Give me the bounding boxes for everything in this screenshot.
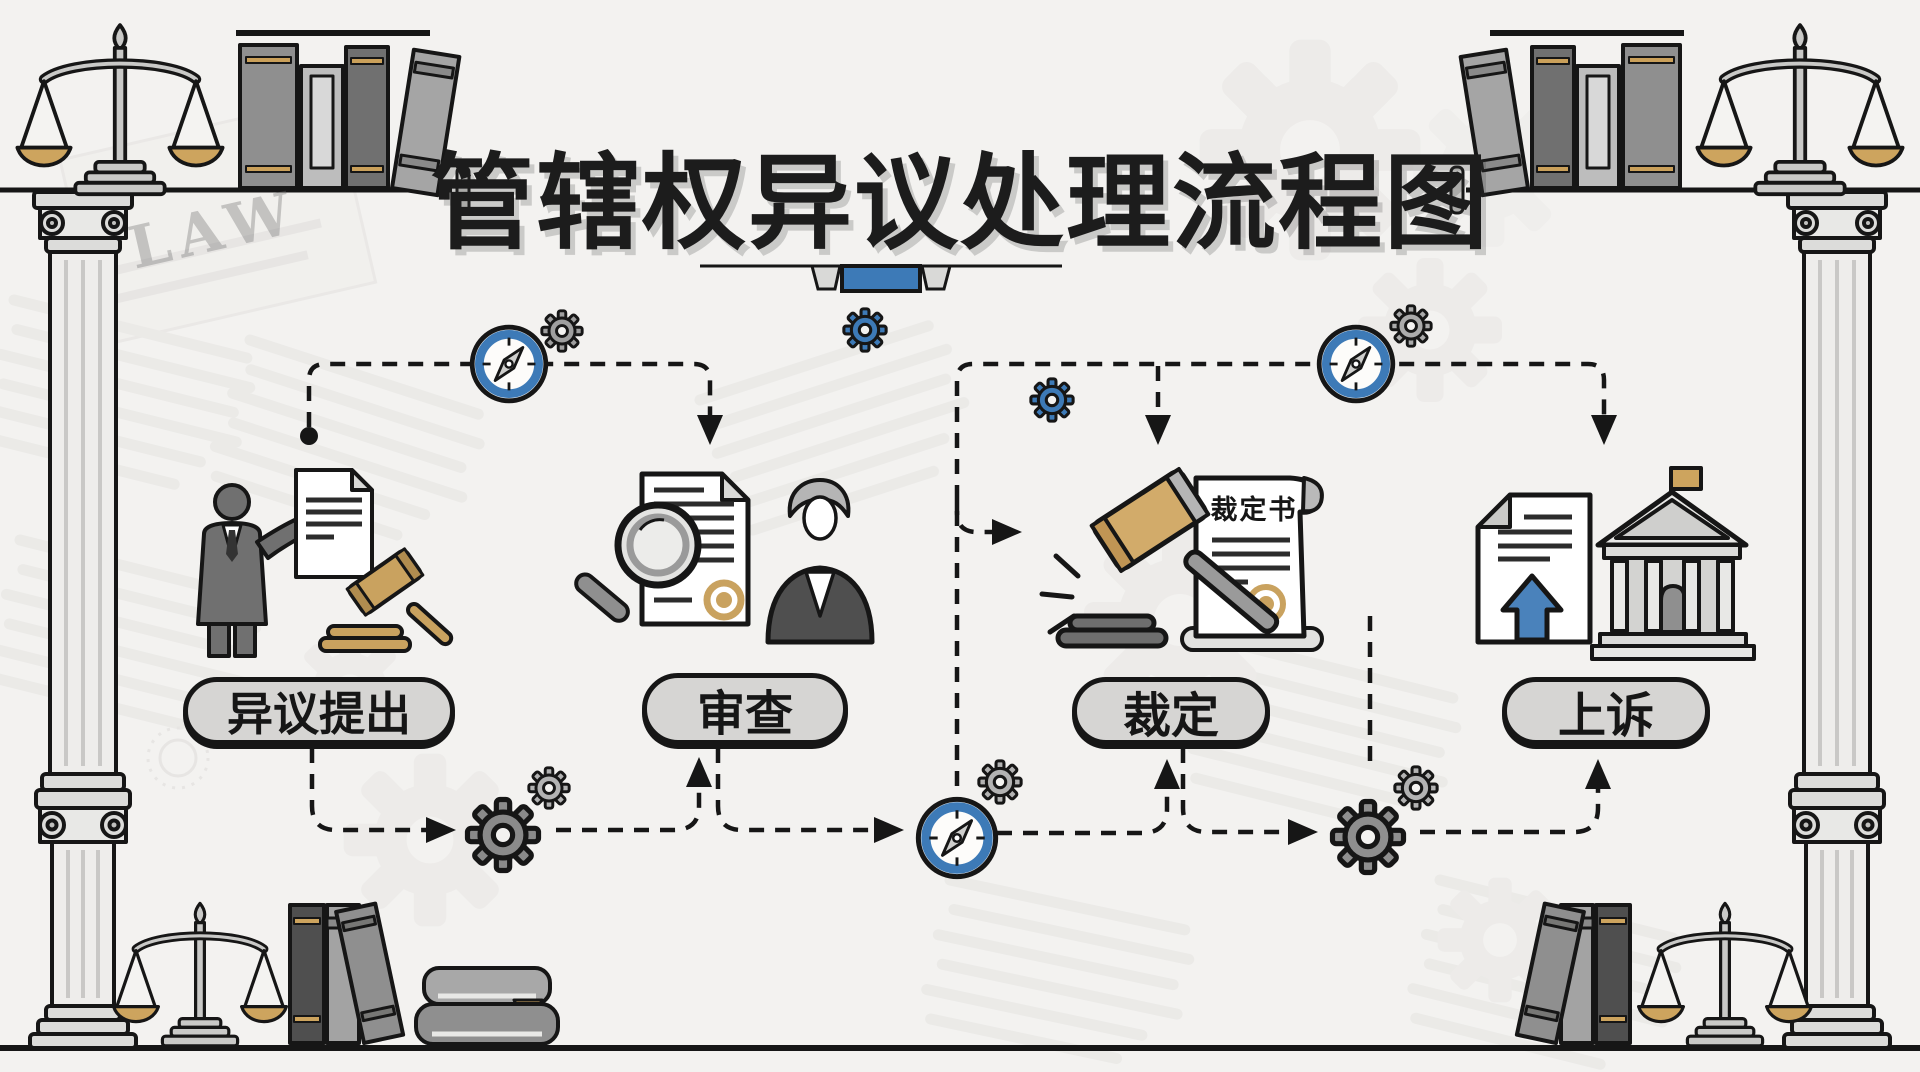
- ruling-document-label: 裁定书: [1210, 495, 1298, 526]
- start-dot: [300, 427, 318, 445]
- litigant-with-document-and-gavel-icon: [196, 468, 454, 658]
- books-bottom-left-icon: [288, 901, 406, 1045]
- magnifier-document-and-judge-icon: [574, 471, 875, 645]
- scales-bottom-left-icon: [114, 903, 287, 1045]
- stage-label-review-text: 审查: [696, 686, 793, 742]
- stage-label-objection-text: 异议提出: [227, 687, 411, 741]
- stage-label-ruling-text: 裁定: [1122, 688, 1219, 744]
- stage-label-review: 审查: [642, 673, 848, 745]
- striking-gavel-and-ruling-scroll-icon: [1039, 467, 1324, 652]
- page-title: 管辖权异议处理流程图: [429, 142, 1490, 264]
- stacked-books-icon: [414, 966, 560, 1046]
- column-right-icon: [1782, 190, 1892, 1050]
- flow-connectors: [306, 361, 1607, 836]
- title-tick-marks: [455, 165, 1465, 215]
- stage-label-objection: 异议提出: [183, 677, 455, 745]
- stage-label-ruling: 裁定: [1072, 677, 1270, 745]
- stage-label-appeal: 上诉: [1502, 677, 1710, 745]
- stage-label-appeal-text: 上诉: [1557, 688, 1654, 744]
- upload-document-and-courthouse-icon: [1475, 466, 1756, 661]
- flow-arrowheads: [300, 415, 1617, 845]
- title-underline: [700, 264, 1062, 293]
